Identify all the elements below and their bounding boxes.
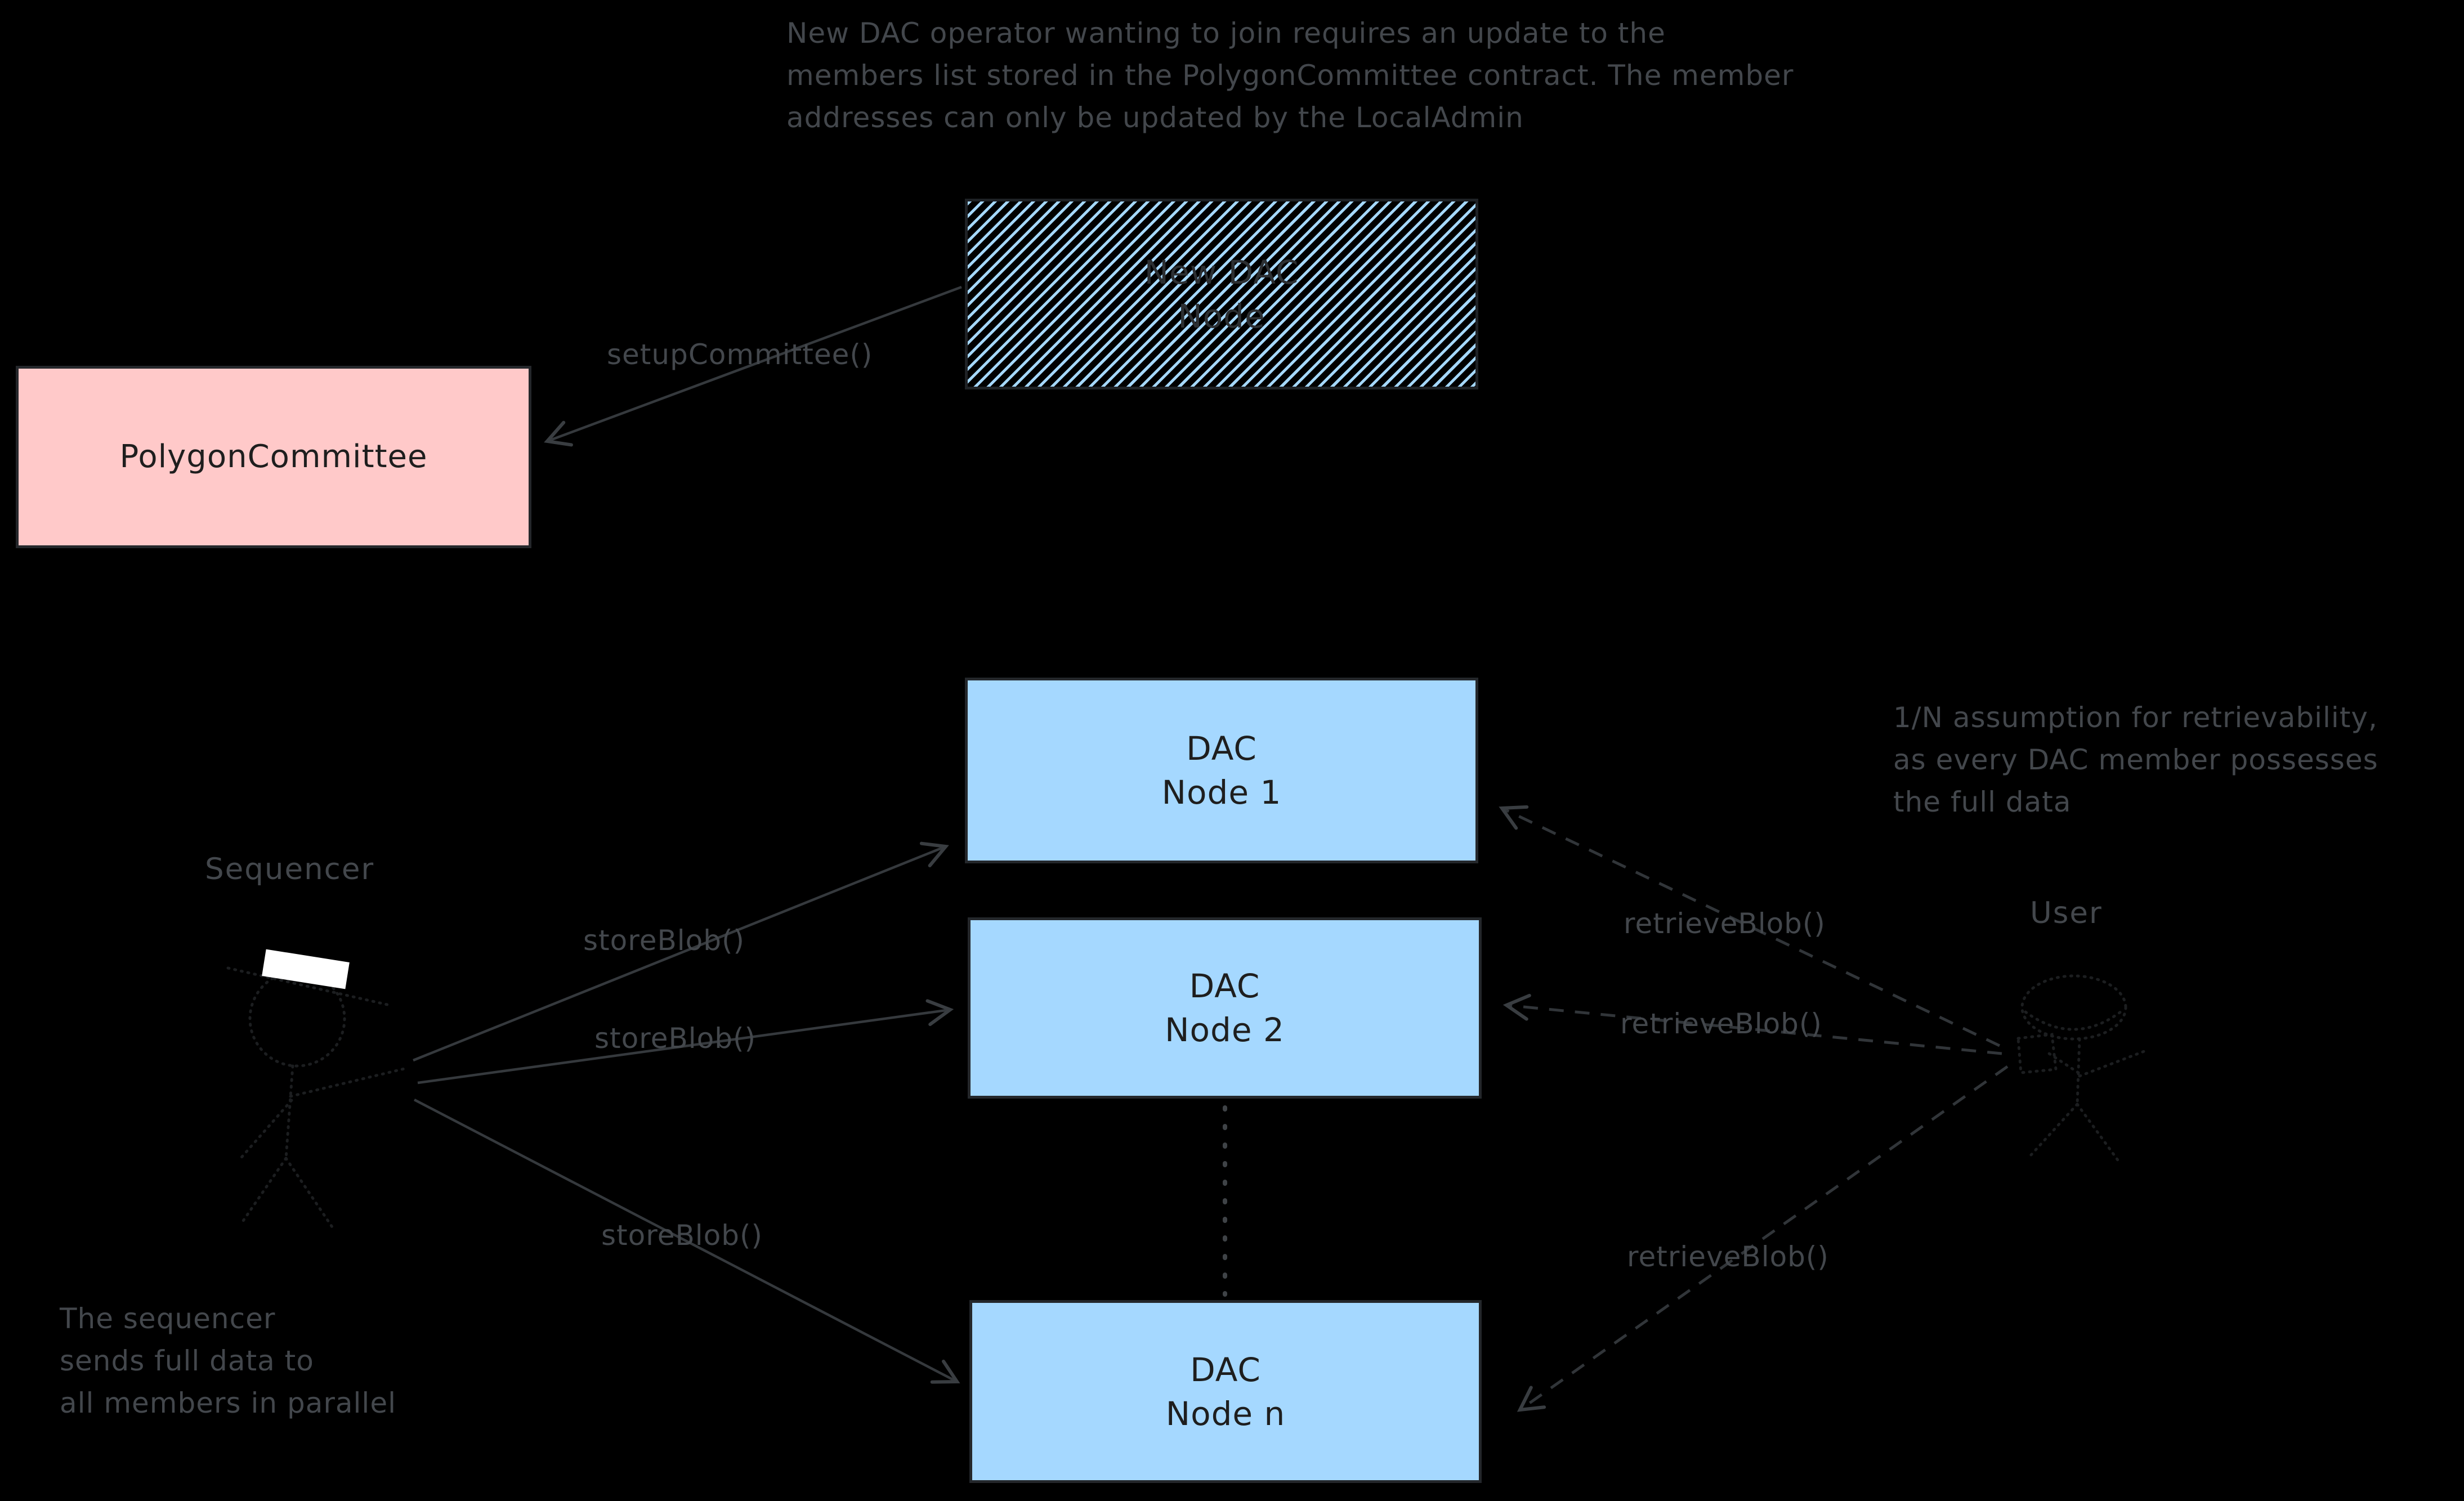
new-dac-node-box: New DAC Node	[965, 199, 1478, 389]
sequencer-label: Sequencer	[205, 852, 375, 886]
node-label-line: Node 1	[1161, 773, 1282, 812]
dac-node-2-box: DAC Node 2	[968, 917, 1482, 1099]
note-new-dac-operator: New DAC operator wanting to join require…	[786, 12, 1794, 139]
arrow-retrieve-blob-node1	[1499, 805, 2001, 1047]
note-line: the full data	[1893, 786, 2072, 818]
note-retrievability: 1/N assumption for retrievability, as ev…	[1893, 697, 2378, 823]
edge-label-store-blob-1: storeBlob()	[583, 924, 745, 957]
arrow-retrieve-blob-node2	[1502, 993, 2002, 1055]
arrow-store-blob-node2	[417, 999, 954, 1085]
note-line: The sequencer	[60, 1302, 276, 1335]
sequencer-arm-left	[237, 1099, 293, 1162]
edge-label-store-blob-2: storeBlob()	[594, 1022, 757, 1055]
user-figure	[2016, 974, 2149, 1163]
user-head	[2020, 974, 2127, 1041]
sequencer-arm-right	[289, 1067, 408, 1098]
note-line: all members in parallel	[60, 1387, 396, 1419]
dac-node-n-box: DAC Node n	[969, 1300, 1482, 1483]
user-leg-right	[2076, 1103, 2121, 1163]
note-line: addresses can only be updated by the Loc…	[786, 101, 1524, 134]
note-line: New DAC operator wanting to join require…	[786, 17, 1666, 50]
user-leg-left	[2029, 1103, 2079, 1157]
arrow-retrieve-blob-noden	[1517, 1065, 2009, 1412]
sequencer-hat	[262, 949, 350, 989]
node-label-line: Node	[1178, 297, 1265, 335]
node-label-line: Node n	[1165, 1394, 1286, 1433]
dac-node-1-box: DAC Node 1	[965, 678, 1478, 863]
sequencer-leg-left	[240, 1157, 288, 1224]
edge-label-setup-committee: setupCommittee()	[607, 338, 873, 371]
node-label-line: DAC	[1190, 1350, 1261, 1389]
node-label-line: DAC	[1186, 729, 1257, 768]
note-line: sends full data to	[60, 1345, 314, 1377]
arrow-store-blob-noden	[413, 1099, 960, 1384]
edge-label-retrieve-blob-2: retrieveBlob()	[1620, 1007, 1822, 1040]
polygon-committee-box: PolygonCommittee	[16, 366, 531, 548]
edge-label-retrieve-blob-1: retrieveBlob()	[1624, 907, 1826, 940]
user-hand-object	[2016, 1033, 2058, 1074]
sequencer-leg-right	[284, 1157, 336, 1232]
edge-label-store-blob-3: storeBlob()	[601, 1219, 763, 1252]
node-label-line: PolygonCommittee	[119, 438, 428, 475]
node-label-line: New DAC	[1144, 253, 1299, 292]
note-line: 1/N assumption for retrievability,	[1893, 701, 2378, 734]
user-arm-right	[2078, 1049, 2149, 1078]
user-face-line	[2024, 1008, 2125, 1031]
sequencer-hat-brim	[226, 966, 391, 1007]
user-label: User	[2030, 896, 2103, 930]
sequencer-figure	[226, 949, 408, 1232]
arrow-setup-committee	[544, 285, 962, 447]
node-label-line: DAC	[1189, 967, 1260, 1005]
node-label-line: Node 2	[1165, 1011, 1285, 1049]
arrow-store-blob-node1	[413, 841, 949, 1062]
note-sequencer-parallel: The sequencer sends full data to all mem…	[60, 1298, 396, 1424]
sequencer-body	[284, 1064, 294, 1160]
note-line: as every DAC member possesses	[1893, 743, 2378, 776]
user-arm-left	[2047, 1052, 2080, 1074]
edge-label-retrieve-blob-3: retrieveBlob()	[1627, 1240, 1829, 1273]
note-line: members list stored in the PolygonCommit…	[786, 59, 1794, 92]
